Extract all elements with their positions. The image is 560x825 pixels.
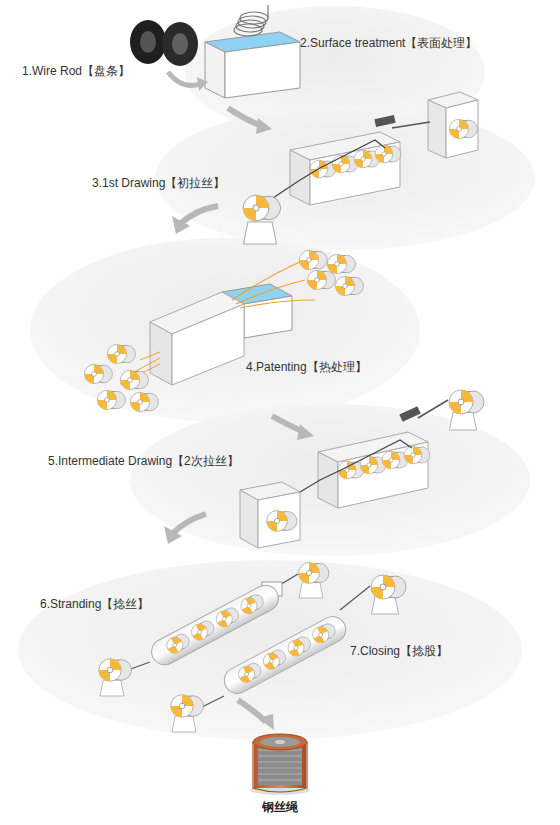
- step-label: 7.Closing【捻股】: [350, 644, 448, 658]
- step-label: 6.Stranding【捻丝】: [40, 597, 149, 611]
- product-label: 钢丝绳: [262, 800, 298, 814]
- step-label: 4.Patenting【热处理】: [246, 360, 367, 374]
- step-label: 5.Intermediate Drawing【2次拉丝】: [48, 454, 239, 468]
- step-label: 1.Wire Rod【盘条】: [22, 64, 130, 78]
- step-label: 3.1st Drawing【初拉丝】: [92, 176, 225, 190]
- step-label: 2.Surface treatment【表面处理】: [300, 36, 477, 50]
